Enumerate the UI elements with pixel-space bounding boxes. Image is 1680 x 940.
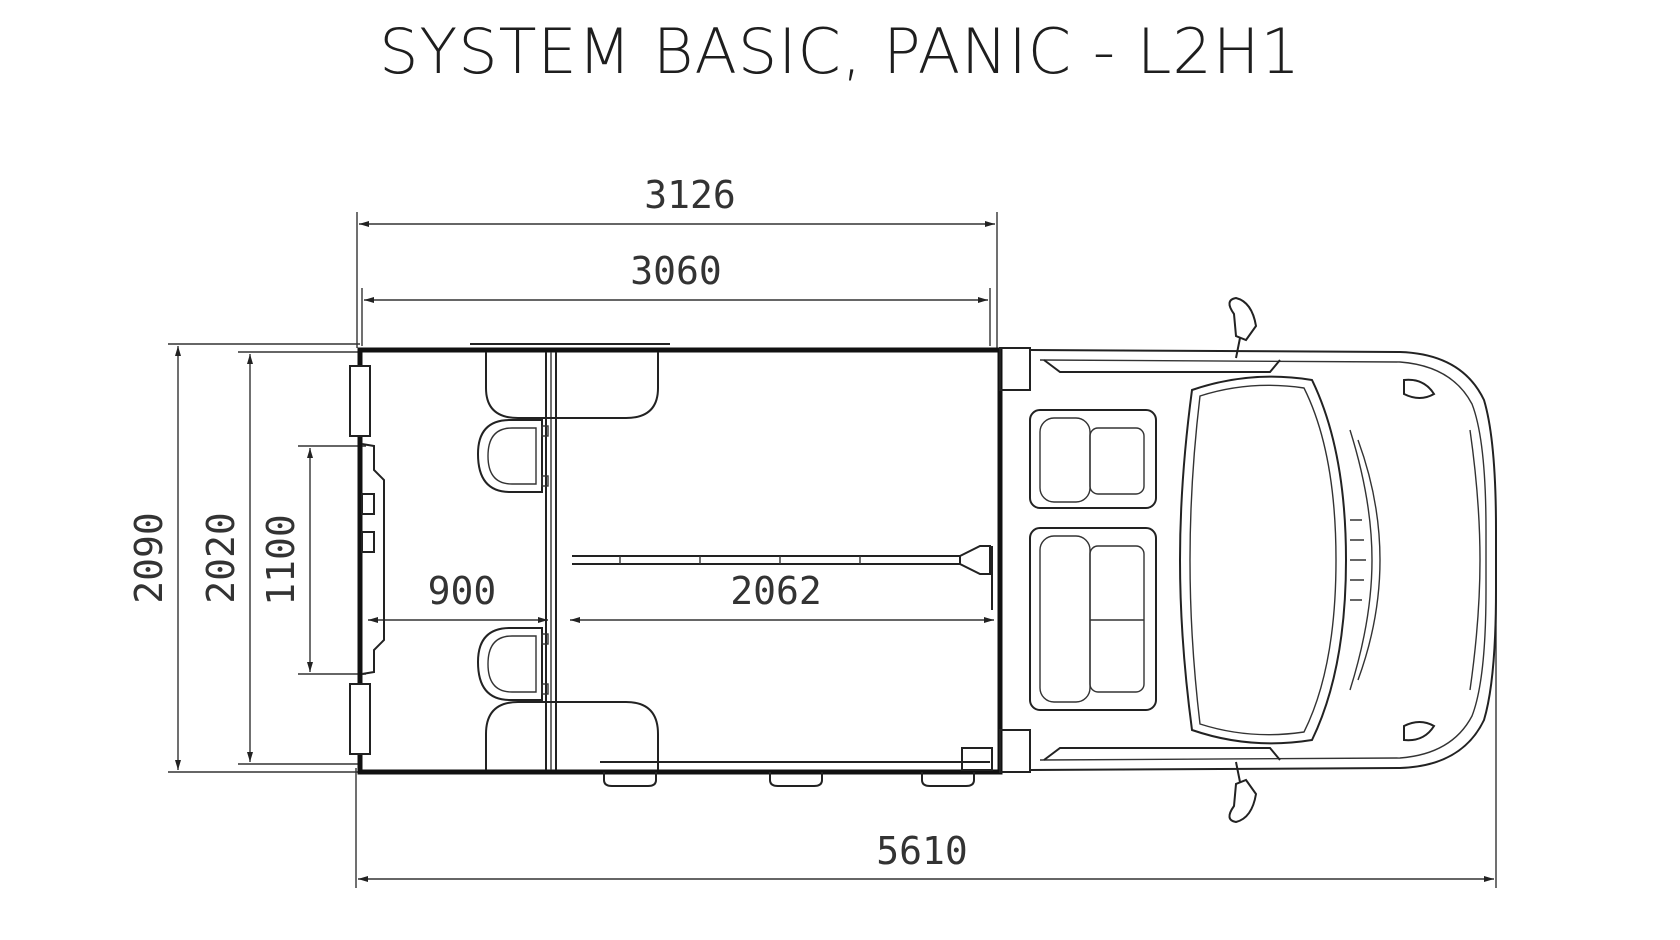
dim-rear-compartment: 2062	[570, 569, 994, 623]
cargo-box	[349, 343, 1003, 787]
mirror-right	[1228, 761, 1258, 824]
dim-inner-width: 2020	[199, 351, 360, 765]
center-rail	[572, 545, 993, 610]
bench-seat-upper	[476, 419, 549, 493]
bench-seat-lower	[476, 627, 549, 701]
dim-label-3060: 3060	[630, 249, 722, 293]
dim-label-3126: 3126	[644, 173, 736, 217]
windshield	[1178, 375, 1348, 745]
dim-overall-width: 2090	[127, 343, 360, 773]
dim-label-5610: 5610	[876, 829, 968, 873]
dim-label-1100: 1100	[259, 514, 303, 606]
dim-overall-vehicle-length: 5610	[355, 530, 1497, 888]
dim-label-2020: 2020	[199, 512, 243, 604]
mirror-left	[1228, 296, 1258, 359]
passenger-seat	[1029, 527, 1157, 711]
vehicle-cab	[999, 296, 1497, 824]
dim-front-compartment: 900	[368, 569, 548, 623]
dim-inner-length: 3060	[361, 249, 991, 346]
driver-seat	[1029, 409, 1157, 509]
dim-label-2090: 2090	[127, 512, 171, 604]
dim-door-width: 1100	[259, 445, 366, 675]
dim-overall-body-length: 3126	[356, 173, 998, 348]
dim-label-900: 900	[428, 569, 497, 613]
dim-label-2062: 2062	[730, 569, 822, 613]
page-title: SYSTEM BASIC, PANIC - L2H1	[379, 15, 1301, 88]
